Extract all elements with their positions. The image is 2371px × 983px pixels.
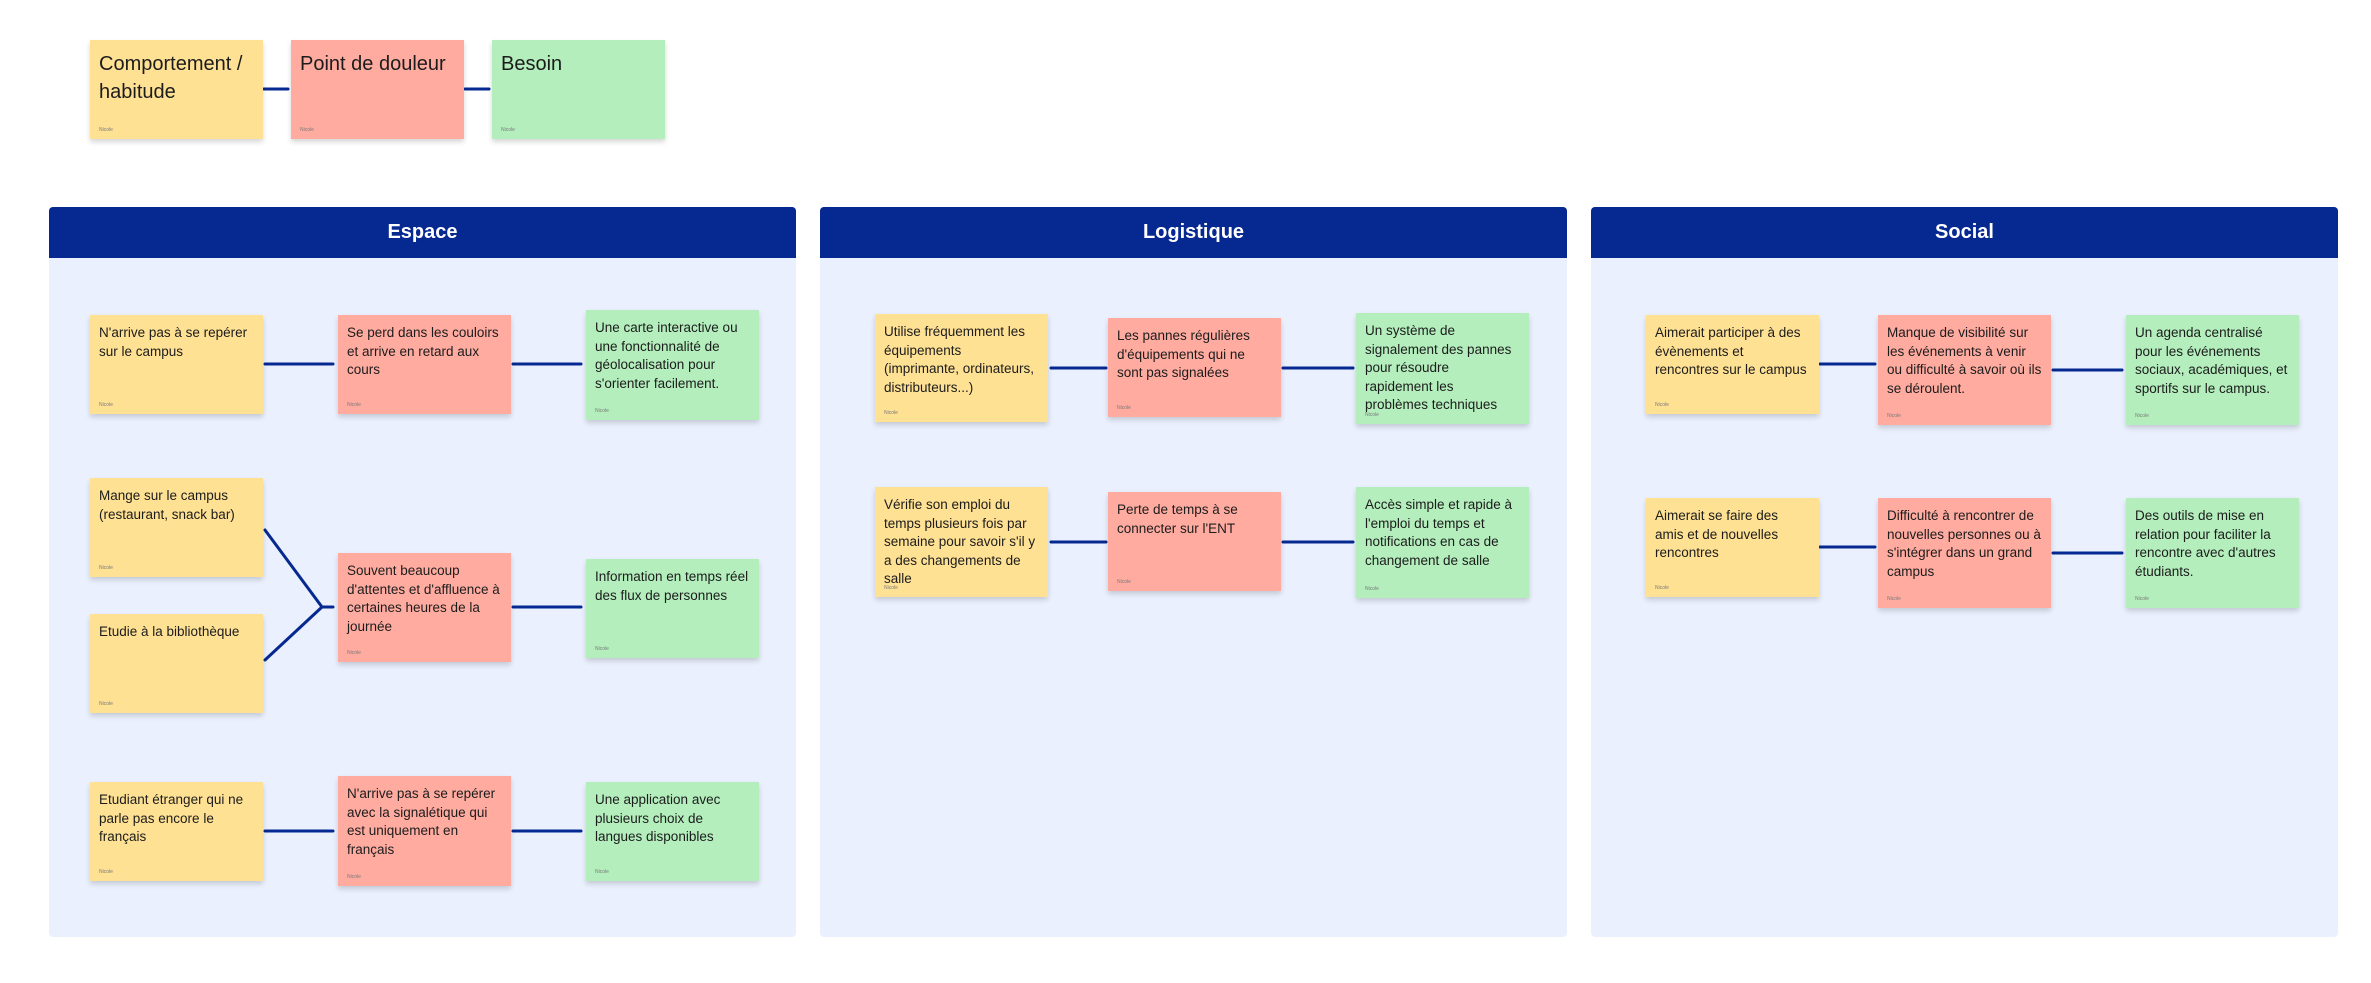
note-espace-r2-behavior-b[interactable]: Etudie à la bibliothèque Nicole	[90, 614, 263, 713]
note-espace-r1-pain[interactable]: Se perd dans les couloirs et arrive en r…	[338, 315, 511, 414]
note-author: Nicole	[99, 127, 113, 133]
note-author: Nicole	[2135, 413, 2149, 419]
note-author: Nicole	[1655, 585, 1669, 591]
note-logistique-r1-behavior[interactable]: Utilise fréquemment les équipements (imp…	[875, 314, 1048, 422]
note-author: Nicole	[1655, 402, 1669, 408]
note-social-r2-pain[interactable]: Difficulté à rencontrer de nouvelles per…	[1878, 498, 2051, 608]
note-author: Nicole	[1117, 405, 1131, 411]
note-logistique-r2-behavior[interactable]: Vérifie son emploi du temps plusieurs fo…	[875, 487, 1048, 597]
note-social-r2-need[interactable]: Des outils de mise en relation pour faci…	[2126, 498, 2299, 608]
legend-pain-note[interactable]: Point de douleur Nicole	[291, 40, 464, 139]
note-author: Nicole	[99, 402, 113, 408]
legend-need-label: Besoin	[501, 53, 563, 75]
legend-need-note[interactable]: Besoin Nicole	[492, 40, 665, 139]
frame-social-title: Social	[1591, 207, 2338, 258]
note-social-r1-need[interactable]: Un agenda centralisé pour les événements…	[2126, 315, 2299, 425]
note-logistique-r1-pain[interactable]: Les pannes régulières d'équipements qui …	[1108, 318, 1281, 417]
note-author: Nicole	[347, 874, 361, 880]
note-author: Nicole	[99, 869, 113, 875]
frame-logistique-title: Logistique	[820, 207, 1567, 258]
note-social-r1-behavior[interactable]: Aimerait participer à des évènements et …	[1646, 315, 1819, 414]
legend-pain-label: Point de douleur	[300, 53, 446, 75]
note-author: Nicole	[595, 646, 609, 652]
note-social-r2-behavior[interactable]: Aimerait se faire des amis et de nouvell…	[1646, 498, 1819, 597]
note-author: Nicole	[1365, 586, 1379, 592]
note-espace-r2-need[interactable]: Information en temps réel des flux de pe…	[586, 559, 759, 658]
note-author: Nicole	[884, 585, 898, 591]
note-author: Nicole	[99, 701, 113, 707]
note-logistique-r2-need[interactable]: Accès simple et rapide à l'emploi du tem…	[1356, 487, 1529, 598]
note-espace-r2-pain[interactable]: Souvent beaucoup d'attentes et d'affluen…	[338, 553, 511, 662]
legend-behavior-note[interactable]: Comportement / habitude Nicole	[90, 40, 263, 139]
legend-behavior-label: Comportement / habitude	[99, 53, 243, 103]
note-espace-r3-pain[interactable]: N'arrive pas à se repérer avec la signal…	[338, 776, 511, 886]
note-espace-r2-behavior-a[interactable]: Mange sur le campus (restaurant, snack b…	[90, 478, 263, 577]
note-author: Nicole	[1117, 579, 1131, 585]
note-author: Nicole	[1887, 596, 1901, 602]
note-social-r1-pain[interactable]: Manque de visibilité sur les événements …	[1878, 315, 2051, 425]
note-author: Nicole	[595, 408, 609, 414]
note-author: Nicole	[347, 402, 361, 408]
frame-espace-title: Espace	[49, 207, 796, 258]
note-espace-r1-behavior[interactable]: N'arrive pas à se repérer sur le campus …	[90, 315, 263, 414]
note-author: Nicole	[1887, 413, 1901, 419]
note-author: Nicole	[501, 127, 515, 133]
note-author: Nicole	[2135, 596, 2149, 602]
note-author: Nicole	[99, 565, 113, 571]
note-author: Nicole	[884, 410, 898, 416]
note-espace-r1-need[interactable]: Une carte interactive ou une fonctionnal…	[586, 310, 759, 420]
note-author: Nicole	[347, 650, 361, 656]
note-logistique-r2-pain[interactable]: Perte de temps à se connecter sur l'ENT …	[1108, 492, 1281, 591]
note-espace-r3-behavior[interactable]: Etudiant étranger qui ne parle pas encor…	[90, 782, 263, 881]
note-espace-r3-need[interactable]: Une application avec plusieurs choix de …	[586, 782, 759, 881]
note-author: Nicole	[1365, 412, 1379, 418]
note-author: Nicole	[595, 869, 609, 875]
note-logistique-r1-need[interactable]: Un système de signalement des pannes pou…	[1356, 313, 1529, 424]
note-author: Nicole	[300, 127, 314, 133]
